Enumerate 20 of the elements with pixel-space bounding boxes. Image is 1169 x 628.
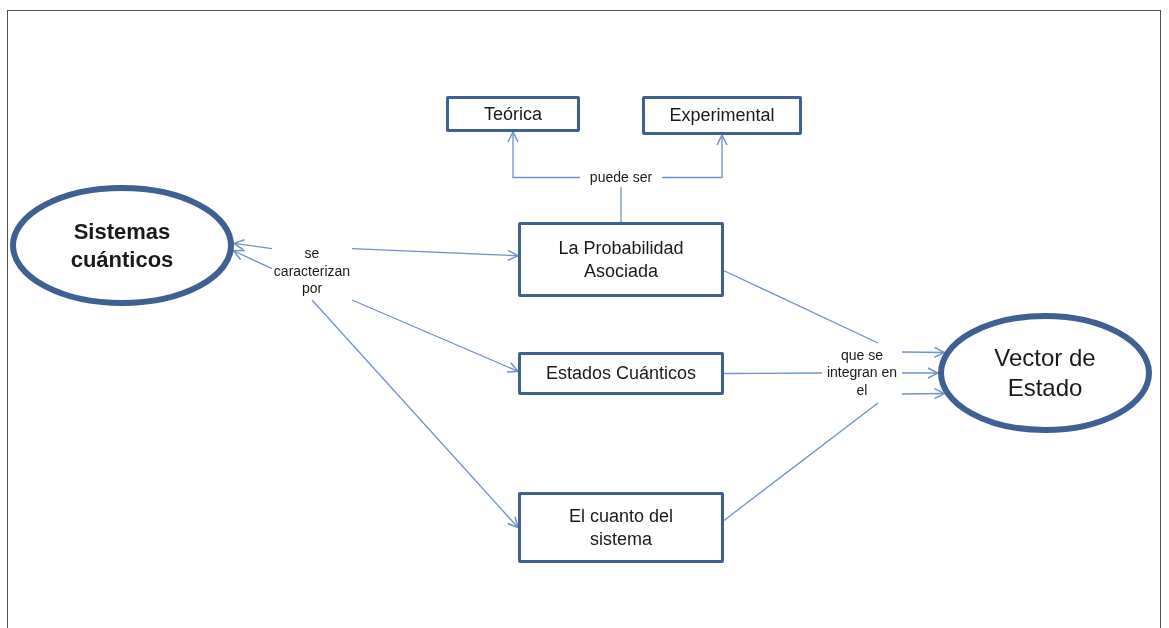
arrow	[507, 131, 581, 179]
process-box: Estados Cuánticos	[518, 352, 724, 395]
process-box: Experimental	[642, 96, 802, 135]
ellipse-node: Sistemas cuánticos	[10, 185, 234, 306]
ellipse-node: Vector de Estado	[938, 313, 1152, 433]
connector-label: se caracterizan por	[272, 243, 352, 300]
arrow	[351, 299, 519, 373]
process-box: La Probabilidad Asociada	[518, 222, 724, 297]
process-box: Teórica	[446, 96, 580, 132]
arrow	[901, 346, 946, 359]
arrow	[311, 299, 519, 529]
arrow	[901, 367, 939, 379]
connector-label: puede ser	[580, 168, 662, 187]
arrow	[232, 249, 273, 270]
connector-label: que se integran en el	[822, 343, 902, 403]
process-box: El cuanto del sistema	[518, 492, 724, 563]
arrow	[351, 248, 519, 262]
arrow	[901, 387, 946, 400]
arrow	[233, 239, 273, 251]
arrow	[661, 134, 728, 179]
